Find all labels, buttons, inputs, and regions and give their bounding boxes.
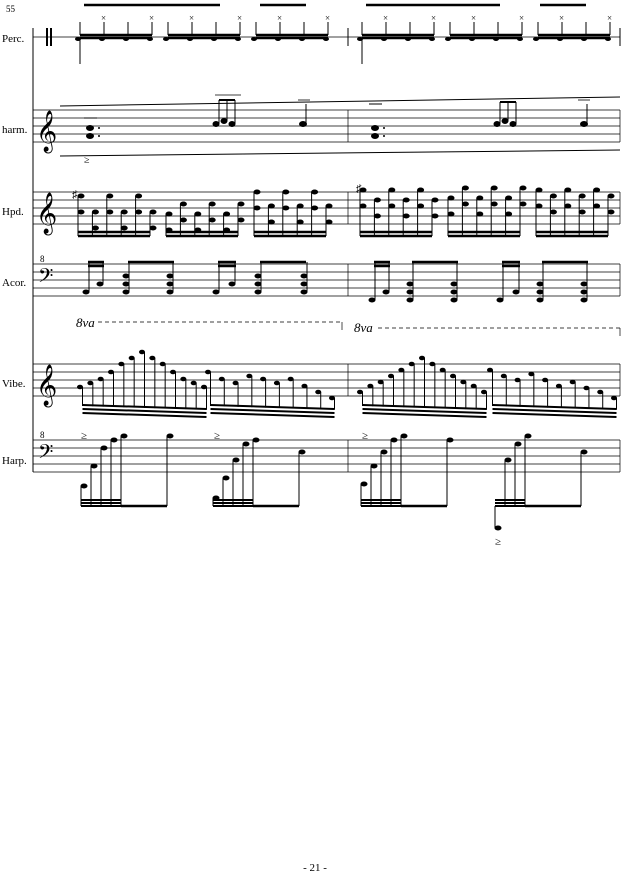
- svg-text:≥: ≥: [81, 430, 87, 442]
- treble-clef-icon: 𝄞: [36, 110, 57, 153]
- svg-text:×: ×: [101, 13, 106, 23]
- svg-text:×: ×: [277, 13, 282, 23]
- svg-text:×: ×: [431, 13, 436, 23]
- svg-text:♯: ♯: [72, 189, 78, 201]
- instrument-label-harm: harm.: [2, 124, 28, 136]
- svg-text:×: ×: [189, 13, 194, 23]
- treble-clef-icon: 𝄞: [36, 364, 57, 407]
- instrument-label-acor: Acor.: [2, 277, 26, 289]
- ottava-mark-2: 8va: [354, 320, 373, 335]
- staff-perc: Perc. × × × × × × × × × × × ×: [2, 3, 621, 64]
- harp-notes: [80, 433, 588, 531]
- hpd-notes: ♯♯: [72, 183, 615, 238]
- clef-octave-mark: 8: [40, 254, 45, 264]
- vibe-notes: [77, 349, 617, 418]
- perc-notes: × × × × × × × × × × × ×: [75, 3, 612, 64]
- svg-text:×: ×: [519, 13, 524, 23]
- instrument-label-vibe: Vibe.: [2, 378, 26, 390]
- svg-text:≥: ≥: [495, 536, 501, 548]
- staff-vibe: Vibe. 𝄞 8va 8va: [2, 315, 621, 418]
- ottava-mark: 8va: [76, 315, 95, 330]
- svg-text:≥: ≥: [214, 430, 220, 442]
- svg-text:♯: ♯: [356, 183, 362, 195]
- instrument-label-harp: Harp.: [2, 455, 27, 467]
- svg-text:≥: ≥: [362, 430, 368, 442]
- svg-text:×: ×: [237, 13, 242, 23]
- clef-octave-mark: 8: [40, 430, 45, 440]
- bass-clef-icon: 𝄢: [38, 442, 53, 468]
- measure-number: 55: [6, 4, 16, 14]
- treble-clef-icon: 𝄞: [36, 192, 57, 235]
- staff-harm: harm. 𝄞 ≥: [2, 94, 621, 166]
- svg-text:×: ×: [559, 13, 564, 23]
- svg-text:×: ×: [607, 13, 612, 23]
- staff-acor: Acor. 8 𝄢: [2, 254, 621, 303]
- bass-clef-icon: 𝄢: [38, 266, 53, 292]
- page-number: - 21 -: [303, 862, 327, 874]
- svg-text:×: ×: [149, 13, 154, 23]
- svg-text:×: ×: [325, 13, 330, 23]
- staff-harp: Harp. 8 𝄢 ≥ ≥ ≥ ≥: [2, 430, 621, 548]
- staff-hpd: Hpd. 𝄞 ♯♯: [2, 183, 621, 238]
- svg-text:≥: ≥: [84, 155, 90, 166]
- instrument-label-hpd: Hpd.: [2, 206, 24, 218]
- svg-text:×: ×: [471, 13, 476, 23]
- acor-notes: [82, 260, 588, 303]
- instrument-label-perc: Perc.: [2, 33, 25, 45]
- svg-text:×: ×: [383, 13, 388, 23]
